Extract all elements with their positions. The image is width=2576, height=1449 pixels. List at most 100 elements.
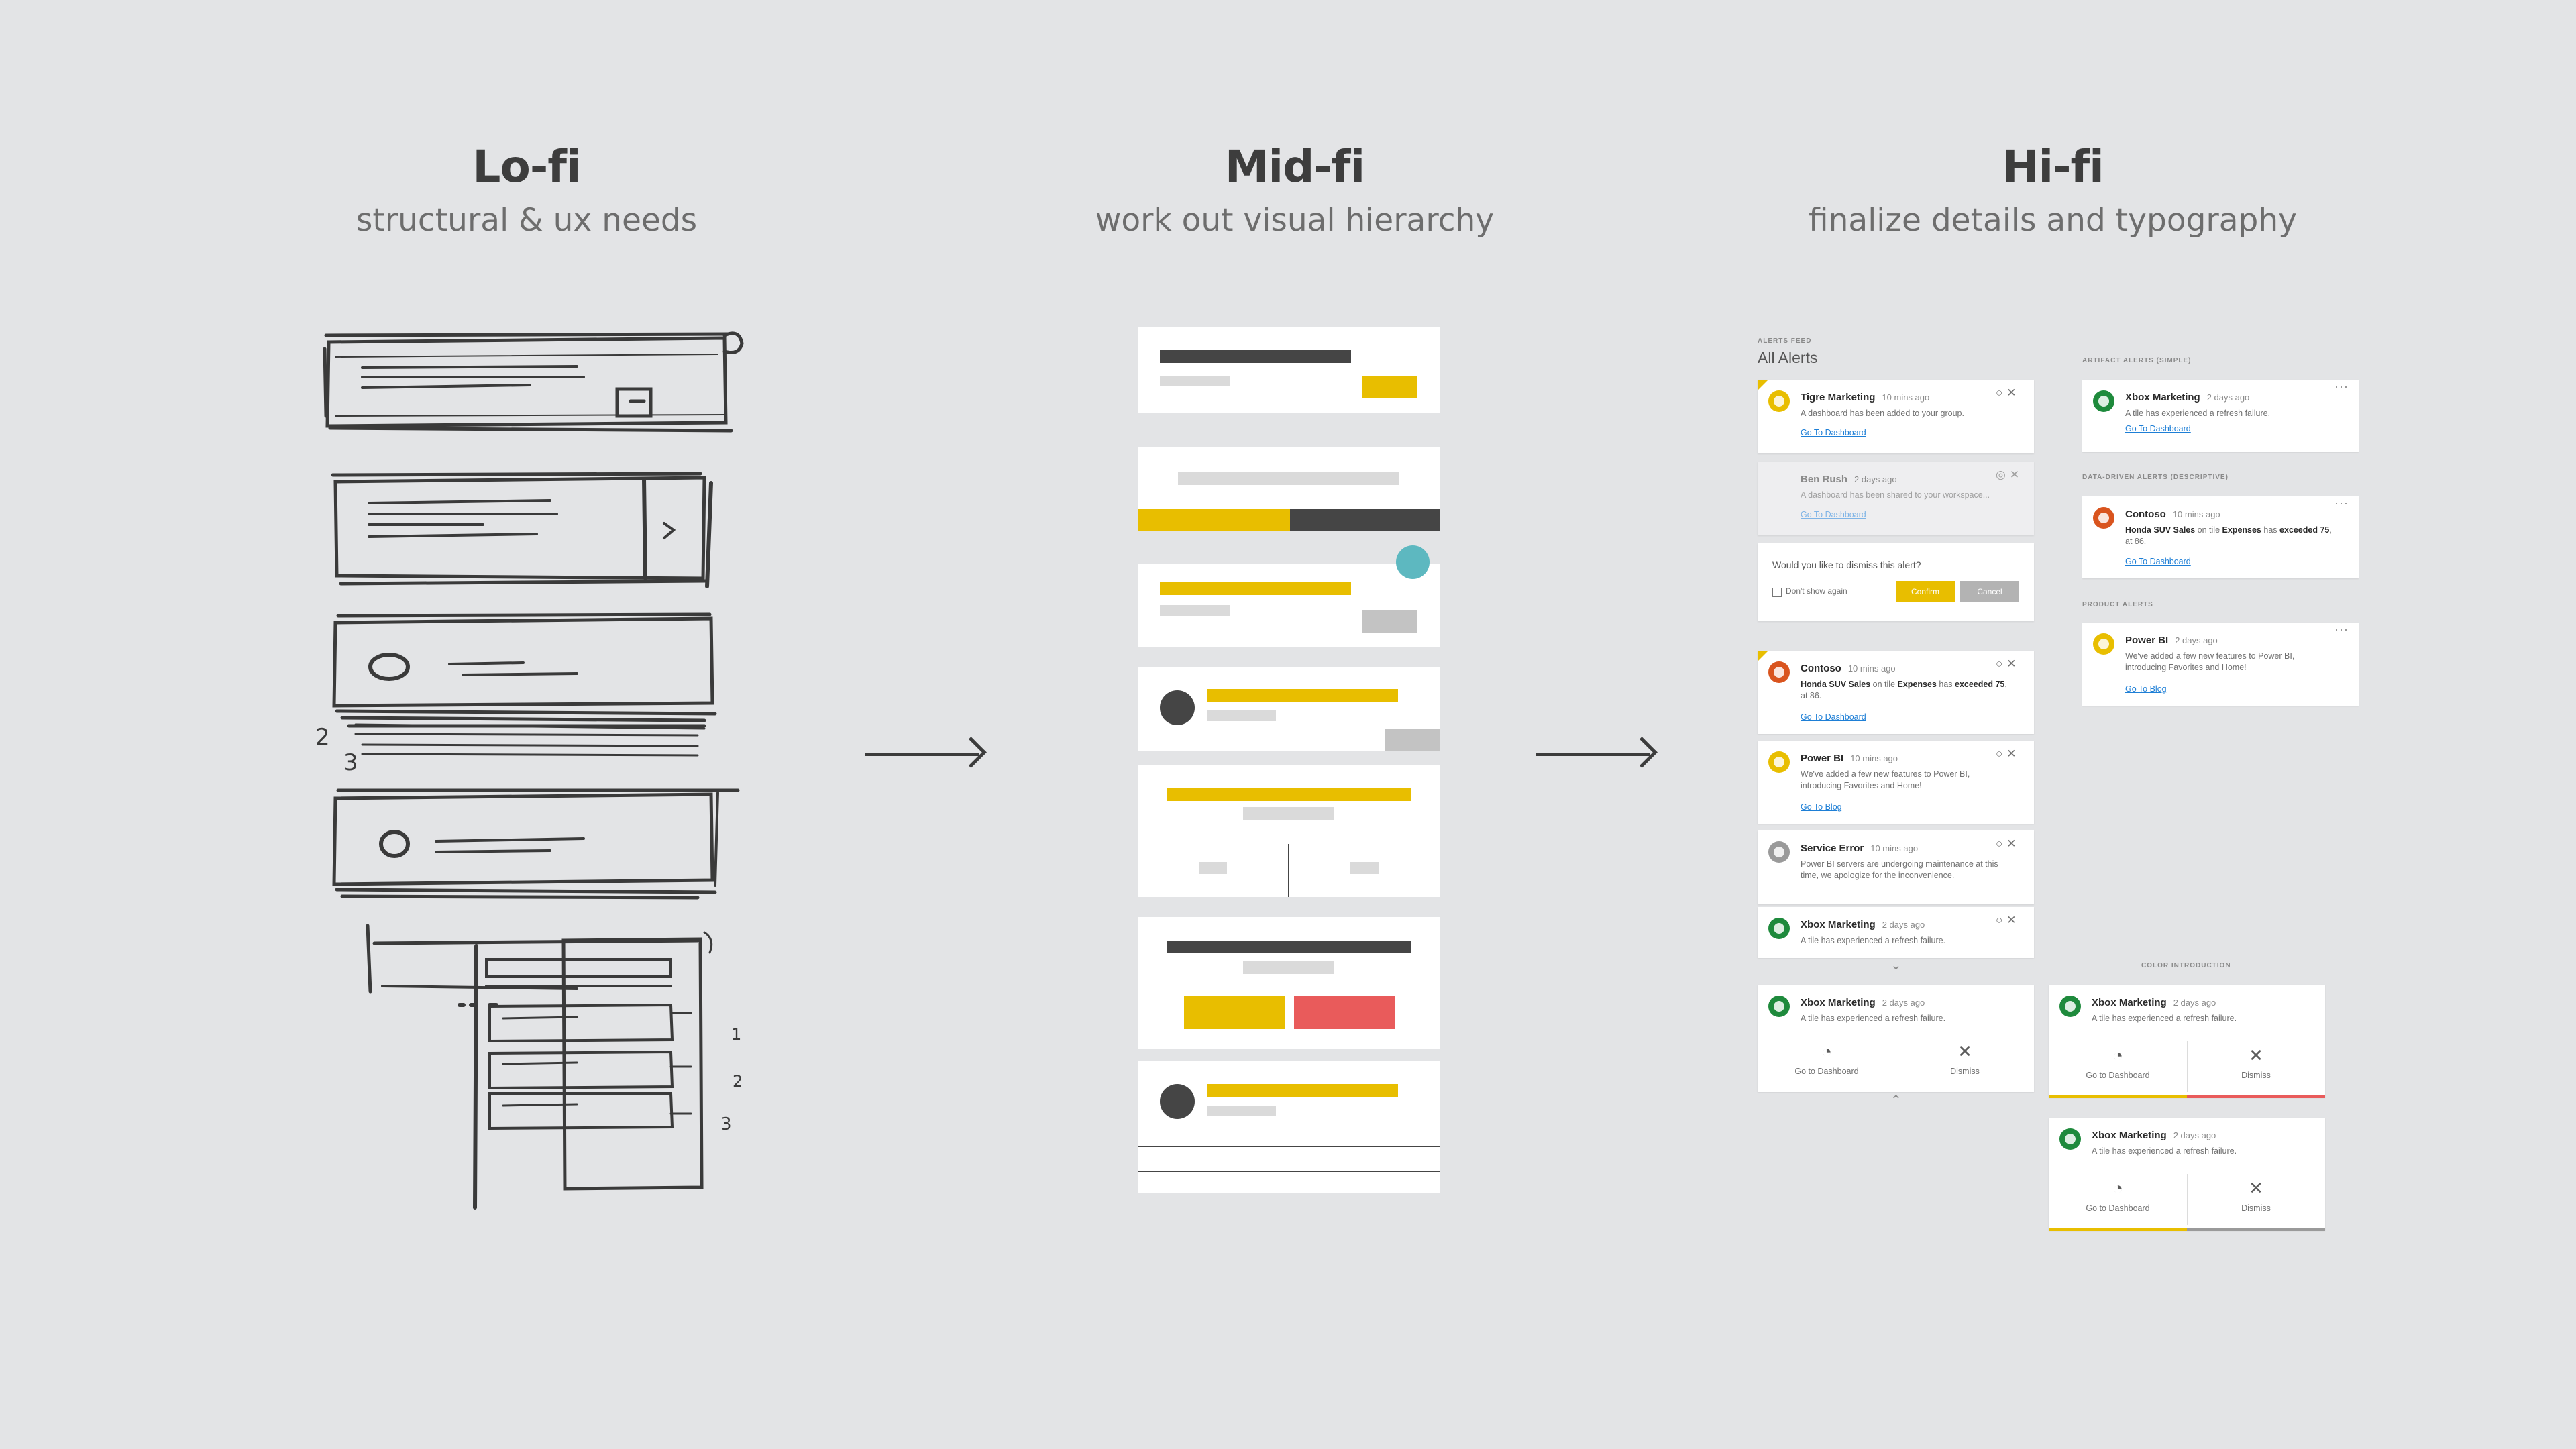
dont-show-checkbox[interactable] bbox=[1772, 588, 1782, 597]
wire-divider bbox=[1138, 1171, 1440, 1172]
wire-button-primary bbox=[1138, 509, 1290, 531]
go-to-dashboard-link[interactable]: Go To Dashboard bbox=[2125, 424, 2191, 433]
more-icon[interactable]: ··· bbox=[2334, 380, 2349, 393]
more-icon[interactable]: ··· bbox=[2334, 496, 2349, 510]
close-icon[interactable]: ✕ bbox=[2009, 468, 2024, 481]
go-to-dashboard-link[interactable]: Go To Dashboard bbox=[1801, 510, 1866, 519]
refresh-icon[interactable]: ◎ bbox=[1996, 468, 2010, 481]
wire-cancel-button bbox=[1294, 996, 1395, 1029]
midfi-title: Mid-fi bbox=[1224, 141, 1365, 193]
action-divider bbox=[2187, 1174, 2188, 1225]
go-to-blog-link[interactable]: Go To Blog bbox=[2125, 684, 2167, 694]
alert-controls[interactable]: ○✕ bbox=[1996, 657, 2021, 671]
midfi-subtitle: work out visual hierarchy bbox=[1095, 202, 1495, 239]
refresh-icon[interactable]: ○ bbox=[1996, 837, 2007, 850]
refresh-icon[interactable]: ○ bbox=[1996, 386, 2007, 399]
dismiss-action[interactable]: ✕Dismiss bbox=[2187, 1045, 2325, 1080]
alert-message: A dashboard has been shared to your work… bbox=[1801, 490, 1990, 500]
go-to-dashboard-link[interactable]: Go To Dashboard bbox=[1801, 428, 1866, 437]
hifi-title: Hi-fi bbox=[2002, 141, 2104, 193]
go-to-dashboard-action[interactable]: ◔Go to Dashboard bbox=[1758, 1041, 1896, 1076]
midfi-card-3 bbox=[1138, 564, 1440, 647]
wire-divider bbox=[1138, 1146, 1440, 1147]
alert-controls[interactable]: ○✕ bbox=[1996, 914, 2021, 927]
wire-title-bar bbox=[1207, 689, 1398, 702]
midfi-card-2 bbox=[1138, 447, 1440, 531]
close-icon[interactable]: ✕ bbox=[2006, 747, 2021, 760]
alert-message: A tile has experienced a refresh failure… bbox=[1801, 1014, 1946, 1023]
dismiss-accent-bar bbox=[2187, 1228, 2325, 1231]
dismiss-question: Would you like to dismiss this alert? bbox=[1772, 559, 1921, 570]
gauge-icon: ◔ bbox=[1821, 1041, 1832, 1061]
tigre-icon bbox=[1768, 390, 1790, 412]
alert-controls[interactable]: ◎✕ bbox=[1996, 468, 2023, 482]
close-icon[interactable]: ✕ bbox=[2006, 657, 2021, 670]
xbox-icon bbox=[2093, 390, 2114, 412]
go-accent-bar bbox=[2049, 1228, 2187, 1231]
cancel-button[interactable]: Cancel bbox=[1960, 581, 2019, 602]
wire-action-bar bbox=[1199, 862, 1227, 874]
close-icon[interactable]: ✕ bbox=[2006, 837, 2021, 850]
chevron-down-icon[interactable]: ⌄ bbox=[1890, 958, 1902, 973]
go-to-dashboard-action[interactable]: ◔Go to Dashboard bbox=[2049, 1178, 2187, 1213]
alert-message: A dashboard has been added to your group… bbox=[1801, 409, 1964, 418]
dismiss-action[interactable]: ✕Dismiss bbox=[2187, 1178, 2325, 1213]
wire-avatar bbox=[1160, 690, 1195, 725]
alert-controls[interactable]: ○✕ bbox=[1996, 747, 2021, 761]
refresh-icon[interactable]: ○ bbox=[1996, 914, 2007, 926]
xbox-icon bbox=[2059, 996, 2081, 1017]
wire-title-bar bbox=[1160, 582, 1351, 595]
go-to-blog-link[interactable]: Go To Blog bbox=[1801, 802, 1842, 812]
alert-message: A tile has experienced a refresh failure… bbox=[2125, 409, 2271, 418]
close-icon[interactable]: ✕ bbox=[2006, 914, 2021, 926]
refresh-icon[interactable]: ○ bbox=[1996, 657, 2007, 670]
dismiss-action[interactable]: ✕Dismiss bbox=[1896, 1041, 2034, 1076]
megaphone-icon bbox=[1768, 751, 1790, 773]
lofi-title: Lo-fi bbox=[472, 141, 581, 193]
go-to-dashboard-link[interactable]: Go To Dashboard bbox=[2125, 557, 2191, 566]
sketch-card-4 bbox=[332, 788, 740, 900]
sketch-card-2 bbox=[331, 472, 713, 588]
xbox-icon bbox=[1768, 996, 1790, 1017]
midfi-card-4 bbox=[1138, 667, 1440, 751]
artifact-alerts-label: ARTIFACT ALERTS (SIMPLE) bbox=[2082, 357, 2192, 364]
refresh-icon[interactable]: ○ bbox=[1996, 747, 2007, 760]
xbox-icon bbox=[1768, 918, 1790, 939]
wire-text-bar bbox=[1178, 472, 1399, 485]
go-to-dashboard-link[interactable]: Go To Dashboard bbox=[1801, 712, 1866, 722]
unread-marker bbox=[1758, 380, 1768, 390]
midfi-card-7 bbox=[1138, 1061, 1440, 1193]
xbox-icon bbox=[2059, 1128, 2081, 1150]
confirm-button[interactable]: Confirm bbox=[1896, 581, 1955, 602]
alert-message: A tile has experienced a refresh failure… bbox=[2092, 1146, 2237, 1156]
more-icon[interactable]: ··· bbox=[2334, 623, 2349, 636]
go-to-dashboard-action[interactable]: ◔Go to Dashboard bbox=[2049, 1045, 2187, 1080]
alert-controls[interactable]: ○✕ bbox=[1996, 837, 2021, 851]
dismiss-accent-bar bbox=[2187, 1095, 2325, 1098]
chevron-up-icon[interactable]: ⌃ bbox=[1890, 1093, 1902, 1108]
alert-message: We've added a few new features to Power … bbox=[1801, 769, 1970, 790]
alert-controls[interactable]: ○✕ bbox=[1996, 386, 2021, 400]
close-icon[interactable]: ✕ bbox=[2006, 386, 2021, 399]
wire-button bbox=[1362, 376, 1417, 398]
lofi-subtitle: structural & ux needs bbox=[356, 202, 698, 239]
datadriven-alerts-label: DATA-DRIVEN ALERTS (DESCRIPTIVE) bbox=[2082, 474, 2229, 481]
